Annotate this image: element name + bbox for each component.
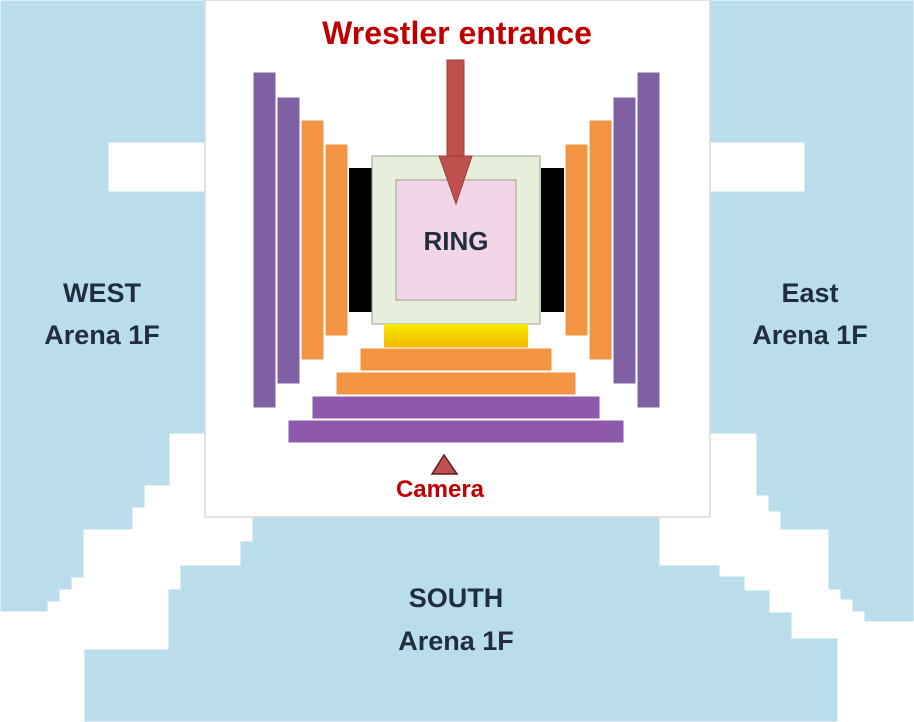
west-ringside-seats[interactable] — [349, 168, 372, 312]
south-orange-seats-row2[interactable] — [335, 371, 577, 396]
south-section-floor: Arena 1F — [398, 626, 514, 656]
east-orange-seats-inner[interactable] — [564, 143, 589, 337]
west-purple-seats-inner[interactable] — [276, 96, 301, 385]
page-title: Wrestler entrance — [322, 15, 592, 51]
camera-marker-icon — [430, 453, 459, 475]
south-section-name: SOUTH — [409, 583, 504, 613]
south-purple-seats-row1[interactable] — [311, 395, 601, 420]
east-section-name: East — [781, 278, 838, 308]
west-orange-seats-outer[interactable] — [300, 119, 325, 361]
west-section-floor: Arena 1F — [44, 320, 160, 350]
entrance-arrow-icon — [438, 59, 473, 206]
ring-label: RING — [424, 226, 489, 256]
south-orange-seats-row1[interactable] — [359, 347, 553, 372]
east-orange-seats-outer[interactable] — [588, 119, 613, 361]
south-stand-block[interactable] — [83, 516, 839, 722]
east-section-floor: Arena 1F — [752, 320, 868, 350]
south-purple-seats-row2[interactable] — [287, 419, 625, 444]
east-ringside-seats[interactable] — [541, 168, 564, 312]
west-stand-block[interactable] — [0, 0, 206, 613]
east-purple-seats-outer[interactable] — [636, 71, 661, 409]
east-stand-block[interactable] — [709, 0, 914, 623]
west-section-name: WEST — [63, 278, 142, 308]
camera-label: Camera — [396, 476, 485, 503]
south-apron-seats[interactable] — [384, 324, 528, 348]
east-purple-seats-inner[interactable] — [612, 96, 637, 385]
west-orange-seats-inner[interactable] — [324, 143, 349, 337]
west-purple-seats-outer[interactable] — [252, 71, 277, 409]
